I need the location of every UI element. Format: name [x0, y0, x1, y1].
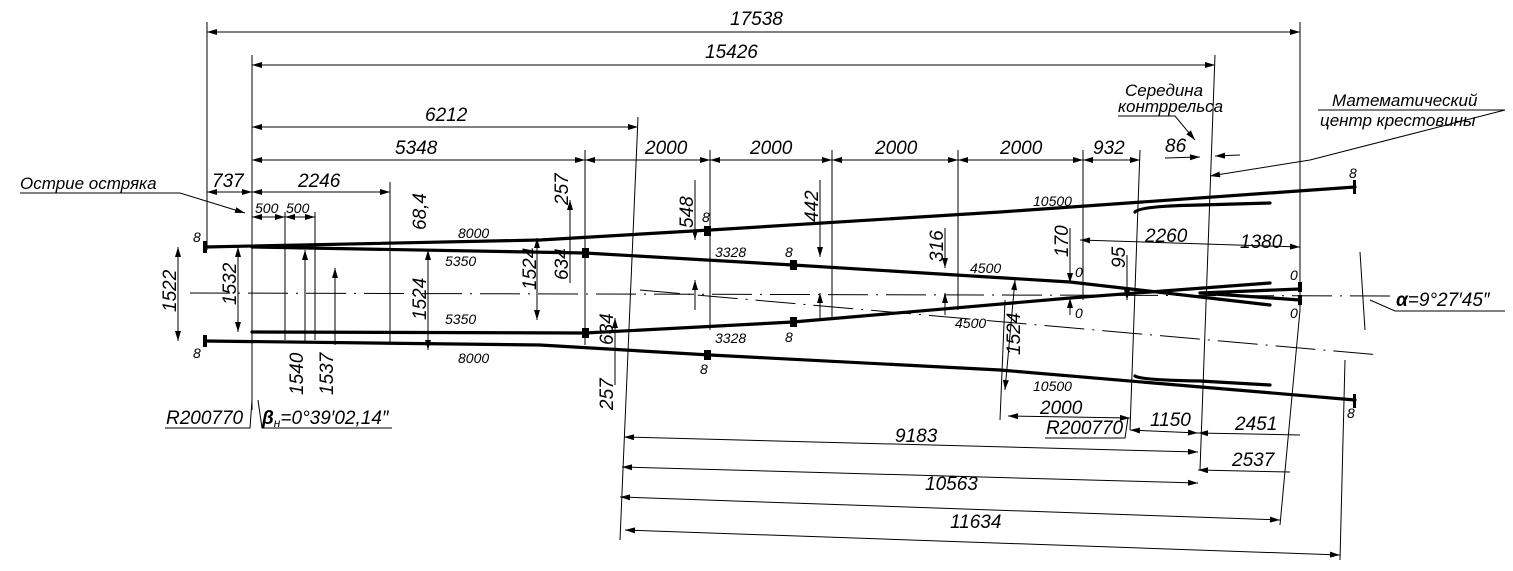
dim-2000-4: 2000: [999, 138, 1043, 159]
dim-932: 932: [1093, 138, 1125, 159]
dim-10563: 10563: [925, 474, 978, 495]
dim-1537: 1537: [317, 351, 338, 395]
dim-634-top: 634: [552, 248, 573, 280]
dim-548: 548: [677, 196, 698, 228]
joint-label: 8: [193, 229, 201, 245]
rail-10500-lower: 10500: [1033, 378, 1072, 394]
dim-316: 316: [927, 230, 948, 262]
switch-point-label: Острие остряка: [20, 174, 157, 193]
diverging-axis: [639, 289, 1381, 356]
joint-label: 8: [785, 329, 793, 345]
dim-2246: 2246: [297, 171, 341, 192]
joint-label: 8: [785, 244, 793, 260]
rail-4500-lower: 4500: [955, 315, 986, 331]
dim-634-bottom: 634: [597, 313, 618, 345]
dim-1524-2: 1524: [520, 248, 541, 290]
dim-1150: 1150: [1150, 410, 1191, 431]
dim-2000-1: 2000: [644, 138, 688, 159]
rail-4500-upper: 4500: [970, 260, 1001, 276]
guard-rail-mid-label-1: Середина: [1125, 81, 1203, 100]
dim-1522: 1522: [160, 269, 181, 312]
zero-label: 0: [1290, 305, 1298, 321]
dim-15426: 15426: [705, 42, 758, 63]
extension-lines: [206, 22, 1346, 561]
dim-500-1: 500: [255, 200, 279, 216]
dim-2000-bottom: 2000: [1039, 398, 1083, 419]
dim-2451: 2451: [1234, 414, 1277, 435]
dim-2000-2: 2000: [749, 138, 793, 159]
rail-5350-upper: 5350: [445, 253, 476, 269]
rail-8000-lower: 8000: [458, 350, 489, 366]
guard-rail-mid-label-2: контррельса: [1118, 97, 1223, 116]
dim-500-2: 500: [286, 200, 310, 216]
dim-737: 737: [212, 171, 245, 192]
joint-label: 8: [702, 209, 710, 225]
zero-label: 0: [1075, 264, 1083, 280]
leader-lines: [20, 109, 1506, 439]
joint-label: 8: [193, 345, 201, 361]
dim-6212: 6212: [425, 105, 468, 126]
dim-1524-3: 1524: [1004, 313, 1025, 355]
dim-442: 442: [802, 190, 823, 222]
rail-10500-upper: 10500: [1033, 193, 1072, 209]
dim-2000-3: 2000: [874, 138, 918, 159]
frog-center-label-2: центр крестовины: [1320, 111, 1476, 130]
radius-right-label: R200770: [1046, 418, 1124, 439]
dim-2537: 2537: [1231, 450, 1276, 471]
rail-3328-lower: 3328: [715, 330, 746, 346]
joint-label: 8: [1349, 165, 1357, 181]
dim-9183: 9183: [895, 426, 938, 447]
dim-1380: 1380: [1240, 232, 1283, 253]
dim-2260: 2260: [1144, 226, 1188, 247]
frog-center-label-1: Математический: [1332, 91, 1478, 110]
dim-95: 95: [1109, 246, 1130, 268]
dim-86: 86: [1165, 136, 1187, 157]
rail-5350-lower: 5350: [445, 311, 476, 327]
alpha-angle-label: α=9°27′45″: [1396, 290, 1491, 311]
dim-1524-1: 1524: [410, 278, 431, 320]
dim-170: 170: [1052, 225, 1073, 257]
joint-label: 8: [1347, 405, 1355, 421]
joint-label: 8: [700, 361, 708, 377]
dim-1532: 1532: [220, 262, 241, 305]
zero-label: 0: [1075, 305, 1083, 321]
zero-label: 0: [1290, 267, 1298, 283]
rail-8000-upper: 8000: [458, 225, 489, 241]
dim-17538: 17538: [730, 9, 783, 30]
dim-68-4: 68,4: [410, 193, 431, 230]
dim-257-top: 257: [552, 172, 573, 206]
beta-angle-label: βн=0°39′02,14″: [261, 408, 390, 430]
dim-257-bottom: 257: [597, 377, 618, 411]
rail-joints: [203, 180, 1356, 408]
dim-11634: 11634: [950, 512, 1001, 533]
rail-3328-upper: 3328: [715, 244, 746, 260]
dim-5348: 5348: [395, 138, 438, 159]
radius-left-label: R200770: [166, 408, 244, 429]
dimension-lines: [175, 29, 1366, 558]
dim-1540: 1540: [287, 352, 308, 395]
